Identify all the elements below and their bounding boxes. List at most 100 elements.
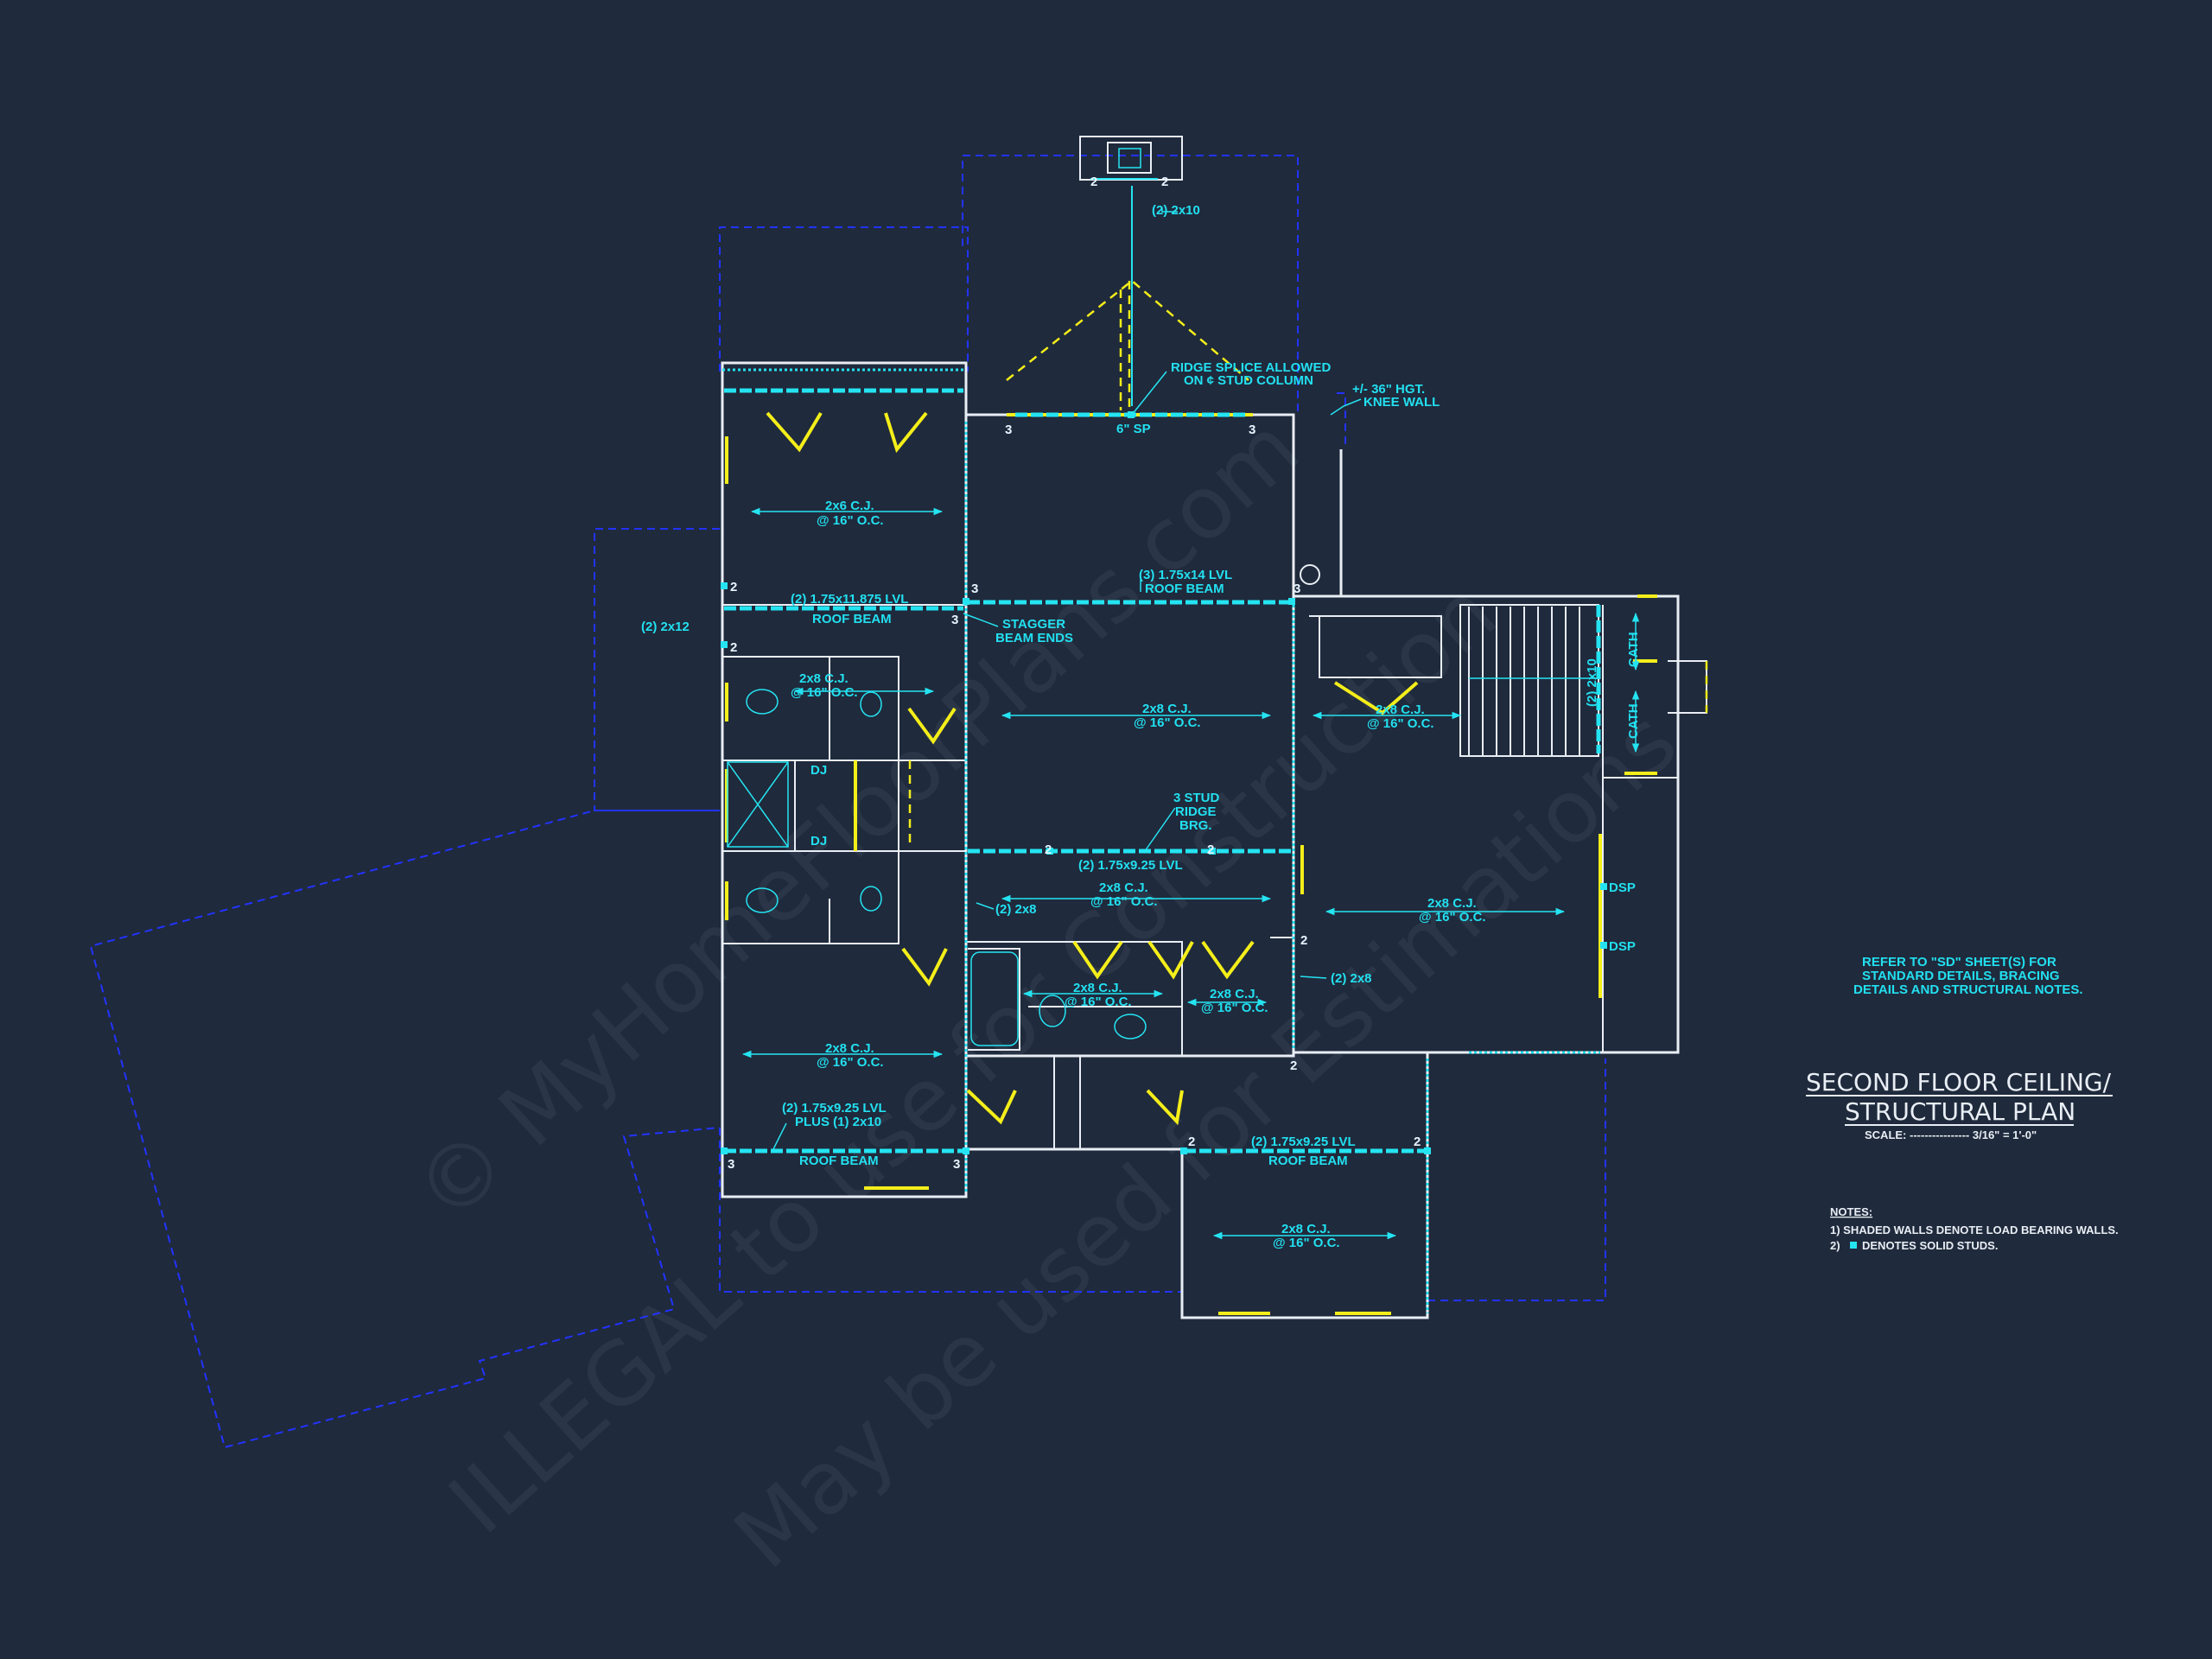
beam-label: (2) 1.75x9.25 LVL <box>1078 858 1183 873</box>
knee-wall-label: KNEE WALL <box>1363 395 1440 410</box>
joist-label: 2x8 C.J. <box>1142 702 1192 716</box>
stagger-label: BEAM ENDS <box>995 631 1073 645</box>
spacing-label: @ 16" O.C. <box>1134 715 1201 730</box>
joist-label: 2x8 C.J. <box>1281 1222 1331 1236</box>
beam-label: (2) 2x10 <box>1585 658 1599 707</box>
stud-count: 2 <box>1188 1135 1195 1149</box>
toilet-icon <box>746 887 779 913</box>
beam-label: (2) 1.75x9.25 LVL <box>1251 1135 1356 1149</box>
plan-title-line-1: SECOND FLOOR CEILING/ <box>1806 1068 2112 1096</box>
stud-count: 3 <box>1294 582 1300 596</box>
joist-label: 2x8 C.J. <box>1073 981 1122 995</box>
stud-count: 2 <box>1290 1058 1297 1073</box>
solid-stud-legend-icon <box>1850 1242 1857 1249</box>
spacing-label: @ 16" O.C. <box>1367 716 1434 731</box>
notes-heading: NOTES: <box>1830 1205 1872 1218</box>
sink-icon <box>860 691 882 717</box>
beam-label: (3) 1.75x14 LVL <box>1139 568 1232 582</box>
chimney-flue-icon <box>1107 142 1152 174</box>
joist-label: 2x8 C.J. <box>1427 896 1477 911</box>
stair-treads <box>1468 607 1599 756</box>
stud-count: 2 <box>730 640 737 655</box>
refer-note: REFER TO "SD" SHEET(S) FOR STANDARD DETA… <box>1853 955 2083 997</box>
stud-count: 2 <box>1414 1135 1421 1149</box>
beam-label: ROOF BEAM <box>812 612 892 626</box>
stud-count: 2 <box>1045 842 1052 857</box>
sink-icon <box>1114 1014 1147 1039</box>
column-icon <box>1300 564 1320 585</box>
stud-count: 2 <box>1161 175 1168 189</box>
dsp-label: DSP <box>1609 880 1636 895</box>
notes-line-2: DENOTES SOLID STUDS. <box>1862 1239 1998 1252</box>
refer-line-2: STANDARD DETAILS, BRACING <box>1862 969 2060 983</box>
spacing-label: @ 16" O.C. <box>1273 1236 1340 1250</box>
stud-count: 3 <box>953 1157 960 1172</box>
watermark: © MyHomeFloorPlans.com ILLEGAL to use fo… <box>396 397 1696 1588</box>
notes-line-2-number: 2) <box>1830 1239 1840 1252</box>
plan-scale: SCALE: ---------------- 3/16" = 1'-0" <box>1865 1128 2037 1141</box>
spacing-label: @ 16" O.C. <box>1065 995 1132 1009</box>
shower-icon <box>727 761 789 848</box>
cath-label: CATH <box>1626 632 1641 667</box>
joist-label: 2x6 C.J. <box>825 499 874 513</box>
joist-label: 2x8 C.J. <box>799 671 849 686</box>
stud-count: 2 <box>1300 933 1307 948</box>
beam-label: (2) 2x8 <box>995 902 1037 917</box>
stud-counts: 2 2 3 3 2 2 3 3 3 2 2 2 2 3 3 2 2 <box>728 175 1421 1172</box>
joist-label: 2x8 C.J. <box>1376 702 1425 717</box>
shaded-bearing-walls <box>722 368 1600 1313</box>
stud-count: 3 <box>728 1157 734 1172</box>
stud-label: RIDGE <box>1175 804 1217 819</box>
toilet-icon <box>746 689 779 715</box>
beam-label: (2) 2x8 <box>1331 971 1372 986</box>
beam-label: ROOF BEAM <box>1145 582 1224 596</box>
beam-label: ROOF BEAM <box>1268 1154 1348 1168</box>
knee-wall-label: +/- 36" HGT. <box>1352 382 1425 397</box>
sink-icon <box>860 886 882 912</box>
spacing-label: @ 16" O.C. <box>1419 910 1486 925</box>
spacing-label: @ 16" O.C. <box>791 685 858 700</box>
beams <box>724 178 1601 1154</box>
beam-label: (2) 2x10 <box>1152 203 1200 218</box>
refer-line-3: DETAILS AND STRUCTURAL NOTES. <box>1853 982 2083 997</box>
dj-label: DJ <box>810 763 827 778</box>
plan-labels: 2x6 C.J. @ 16" O.C. 2x8 C.J. @ 16" O.C. … <box>641 203 1641 1250</box>
joist-label: 2x8 C.J. <box>825 1041 874 1056</box>
solid-studs <box>721 411 1607 1154</box>
stud-count: 3 <box>1249 423 1255 437</box>
post-label: 6" SP <box>1116 422 1151 436</box>
spacing-label: @ 16" O.C. <box>1201 1001 1268 1015</box>
title-block: SECOND FLOOR CEILING/ STRUCTURAL PLAN SC… <box>1806 1068 2113 1141</box>
roof-outline <box>89 155 1606 1449</box>
joist-label: 2x8 C.J. <box>1210 987 1259 1001</box>
plan-title-line-2: STRUCTURAL PLAN <box>1845 1097 2075 1126</box>
spacing-label: @ 16" O.C. <box>817 513 884 528</box>
stud-count: 3 <box>971 582 978 596</box>
stagger-label: STAGGER <box>1002 617 1065 632</box>
dsp-label: DSP <box>1609 939 1636 954</box>
beam-label: PLUS (1) 2x10 <box>795 1115 881 1129</box>
span-arrows <box>741 207 1640 1240</box>
stud-count: 3 <box>951 613 958 627</box>
beam-label: (2) 2x12 <box>641 620 690 634</box>
beam-label: (2) 1.75x9.25 LVL <box>782 1101 887 1116</box>
walls <box>721 361 1707 1319</box>
joist-label: 2x8 C.J. <box>1099 880 1148 895</box>
ridge-splice-label: RIDGE SPLICE ALLOWED <box>1171 360 1331 375</box>
spacing-label: @ 16" O.C. <box>1090 894 1158 909</box>
spacing-label: @ 16" O.C. <box>817 1055 884 1070</box>
beam-label: (2) 1.75x11.875 LVL <box>791 592 908 607</box>
stud-count: 3 <box>1005 423 1012 437</box>
bathtub-icon <box>970 951 1019 1046</box>
stud-count: 2 <box>1090 175 1097 189</box>
dj-label: DJ <box>810 834 827 849</box>
beam-label: ROOF BEAM <box>799 1154 879 1168</box>
stud-count: 2 <box>730 580 737 594</box>
cath-label: CATH <box>1626 703 1641 739</box>
notes-block: NOTES: 1) SHADED WALLS DENOTE LOAD BEARI… <box>1830 1205 2119 1252</box>
stud-label: BRG. <box>1179 818 1212 833</box>
refer-line-1: REFER TO "SD" SHEET(S) FOR <box>1862 955 2056 969</box>
notes-line-1: 1) SHADED WALLS DENOTE LOAD BEARING WALL… <box>1830 1224 2119 1236</box>
stud-count: 2 <box>1207 842 1214 857</box>
